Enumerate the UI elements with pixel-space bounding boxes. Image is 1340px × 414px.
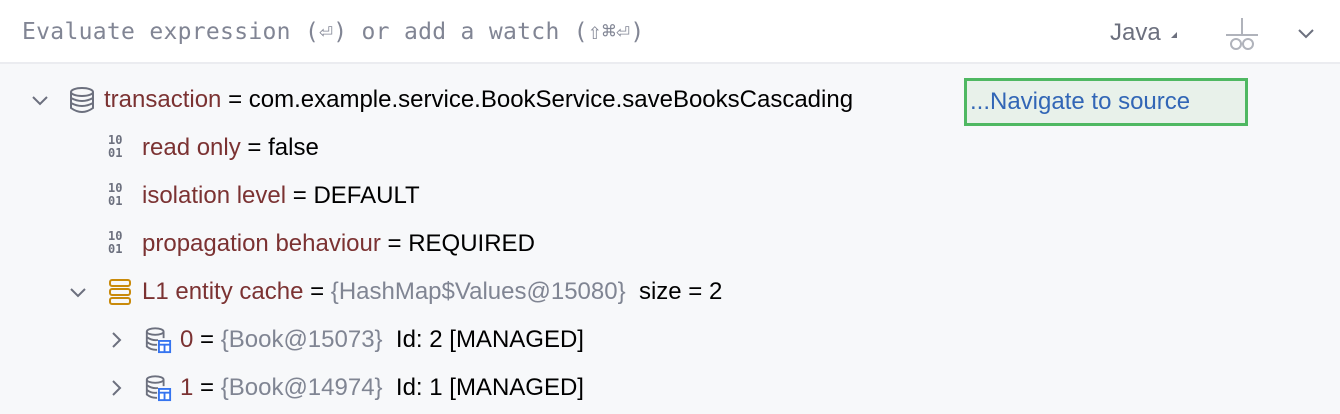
chevron-down-icon[interactable] (30, 90, 50, 110)
tree-row-l1-entity-cache[interactable]: L1 entity cache = {HashMap$Values@15080}… (0, 268, 1340, 316)
expand-toolbar-button[interactable] (1292, 20, 1320, 48)
stack-icon (109, 279, 131, 305)
add-watch-button[interactable] (1222, 16, 1262, 52)
evaluate-toolbar: Evaluate expression (⏎) or add a watch (… (0, 0, 1340, 64)
tree-row-transaction[interactable]: transaction = com.example.service.BookSe… (0, 76, 1340, 126)
size-label: size = 2 (638, 278, 723, 305)
language-selector[interactable]: Java (1110, 16, 1179, 50)
chevron-down-icon[interactable] (68, 282, 88, 302)
database-icon (70, 87, 94, 113)
entity-icon (145, 327, 172, 354)
navigate-to-source-link[interactable]: ...Navigate to source (964, 78, 1248, 126)
dropdown-triangle-icon (1170, 32, 1177, 38)
entity-icon (145, 375, 172, 402)
object-reference: {HashMap$Values@15080} (330, 278, 626, 305)
chevron-down-icon (1298, 29, 1314, 39)
tree-row-entry-0[interactable]: 0 = {Book@15073} Id: 2 [MANAGED] (0, 316, 1340, 364)
variable-value: com.example.service.BookService.saveBook… (248, 86, 854, 113)
tree-row-entry-1[interactable]: 1 = {Book@14974} Id: 1 [MANAGED] (0, 364, 1340, 412)
evaluate-expression-input[interactable]: Evaluate expression (⏎) or add a watch (… (22, 19, 645, 45)
language-label: Java (1110, 19, 1161, 46)
add-watch-icon (1226, 18, 1258, 50)
chevron-right-icon[interactable] (106, 330, 126, 350)
chevron-right-icon[interactable] (106, 378, 126, 398)
variable-name: transaction (104, 86, 222, 113)
